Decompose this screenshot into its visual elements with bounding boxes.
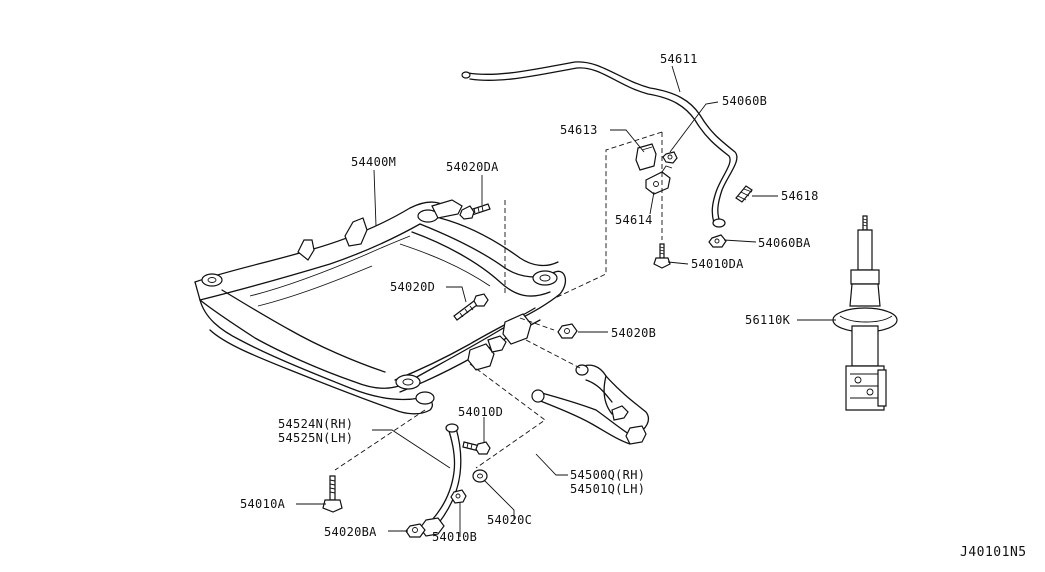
nut-54060BA[interactable] [708,234,727,248]
label-54020D: 54020D [390,280,435,294]
label-54611: 54611 [660,52,698,66]
bolt-54010A[interactable] [322,475,343,513]
label-54020C: 54020C [487,513,532,527]
part-labels: 54611 54060B 54613 54614 54618 54060BA 5… [240,52,1027,560]
label-54010DA: 54010DA [691,257,744,271]
leader-lines [296,65,836,537]
label-54525N: 54525N(LH) [278,431,353,445]
label-54020DA: 54020DA [446,160,499,174]
label-54613: 54613 [560,123,598,137]
label-54010D: 54010D [458,405,503,419]
label-56110K: 56110K [745,313,791,327]
stabilizer-bar-54611[interactable] [461,61,738,228]
label-54010B: 54010B [432,530,477,544]
bolt-54020D[interactable] [453,293,489,321]
connecting-rod-54618[interactable] [735,185,753,203]
label-54618: 54618 [781,189,819,203]
bushing-54613[interactable] [635,143,657,171]
link-54524N-54525N[interactable] [419,423,462,537]
diagram-reference-id: J40101N5 [960,545,1027,560]
label-54020B: 54020B [611,326,656,340]
label-54524N: 54524N(RH) [278,417,353,431]
washer-54020C[interactable] [472,469,488,483]
bolt-54010DA[interactable] [653,243,671,269]
label-54500Q: 54500Q(RH) [570,468,645,482]
label-54400M: 54400M [351,155,396,169]
nut-54060B[interactable] [662,151,678,164]
strut-assembly-56110K[interactable] [832,215,898,411]
label-54501Q: 54501Q(LH) [570,482,645,496]
bolt-54020DA[interactable] [459,203,491,220]
lower-link-54500Q[interactable] [531,364,650,445]
clamp-54614[interactable] [645,165,673,195]
nut-54020BA[interactable] [405,523,426,538]
nut-54020B[interactable] [557,323,578,339]
suspension-member-54400M[interactable] [194,199,567,415]
label-54020BA: 54020BA [324,525,377,539]
assembly-dashed-lines [334,131,663,471]
bolt-54010D[interactable] [462,441,491,455]
label-54010A: 54010A [240,497,286,511]
label-54060BA: 54060BA [758,236,811,250]
nut-54010B[interactable] [450,489,467,504]
label-54614: 54614 [615,213,653,227]
label-54060B: 54060B [722,94,767,108]
